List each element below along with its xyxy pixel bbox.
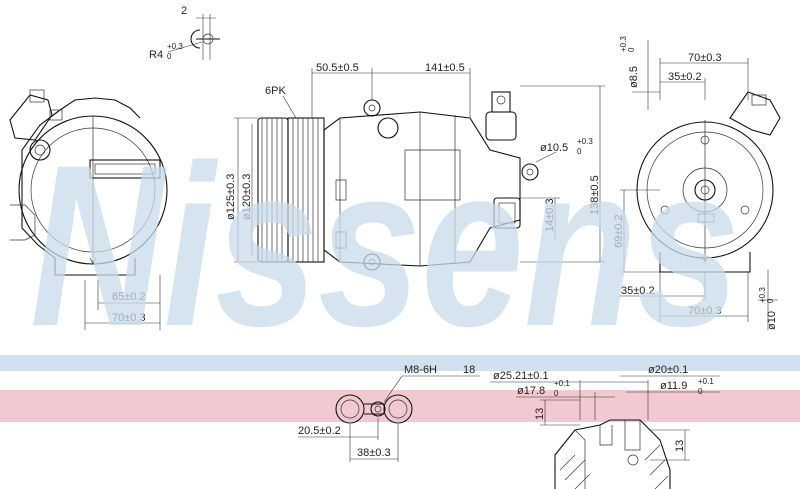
port-thread-depth: 18 xyxy=(463,364,475,376)
front-height-port: 138±0.5 xyxy=(589,175,601,215)
section-dia-a: ø25.21±0.1 xyxy=(493,370,549,382)
section-depth-right: 13 xyxy=(674,440,686,452)
radius-tol-lower: 0 xyxy=(167,52,172,61)
left-width-inner: 65±0.2 xyxy=(112,291,146,303)
radius-label: R4 xyxy=(149,49,163,61)
radius-tol-upper: +0.3 xyxy=(167,42,183,51)
right-width-bottom-outer: 70±0.3 xyxy=(688,305,722,317)
mount-hole-tol-lower: 0 xyxy=(577,147,582,156)
section-dia-d: ø11.9 xyxy=(660,380,687,392)
mount-hole-dia: ø10.5 xyxy=(540,142,568,154)
right-bottom-tol-upper: +0.3 xyxy=(758,287,767,303)
pulley-inner-dia: ø120±0.3 xyxy=(241,174,253,220)
front-length-a: 50.5±0.5 xyxy=(316,62,359,74)
section-dia-d-tol-upper: +0.1 xyxy=(698,377,714,386)
pulley-outer-dia: ø125±0.3 xyxy=(225,174,237,220)
left-width-outer: 70±0.3 xyxy=(112,312,146,324)
section-dia-c: ø20±0.1 xyxy=(648,364,688,376)
mount-hole-tol-upper: +0.3 xyxy=(577,137,593,146)
right-bottom-tol-lower: 0 xyxy=(766,298,775,303)
right-bottom-hole: ø10 xyxy=(766,311,778,330)
front-length-b: 141±0.5 xyxy=(425,62,465,74)
watermark-text: Nissens xyxy=(30,117,740,374)
section-dia-b-tol-lower: 0 xyxy=(554,389,559,398)
section-depth-left: 13 xyxy=(534,408,546,420)
gap-label: 2 xyxy=(181,5,187,17)
pulley-label: 6PK xyxy=(265,85,286,97)
radius-detail: 2 R4 +0.3 0 xyxy=(149,5,220,61)
port-thread: M8-6H xyxy=(404,364,437,376)
right-hole-tol-lower: 0 xyxy=(627,47,636,52)
right-width-top-outer: 70±0.3 xyxy=(688,52,722,64)
right-end-view: ø8.5 +0.3 0 70±0.3 35±0.2 69±0.2 35±0.2 … xyxy=(613,36,781,330)
right-width-bottom-inner: 35±0.2 xyxy=(621,285,655,297)
right-height-center: 69±0.2 xyxy=(613,214,625,248)
front-height-small: 14±0.3 xyxy=(544,198,556,232)
section-detail: ø25.21±0.1 ø17.8 +0.1 0 ø20±0.1 ø11.9 +0… xyxy=(490,364,720,489)
port-spacing-large: 38±0.3 xyxy=(357,447,391,459)
port-spacing-small: 20.5±0.2 xyxy=(298,425,341,437)
port-detail: M8-6H 18 20.5±0.2 38±0.3 xyxy=(298,364,480,462)
right-hole-tol-upper: +0.3 xyxy=(619,36,628,52)
watermark-band-blue xyxy=(0,355,800,371)
right-width-top-inner: 35±0.2 xyxy=(668,71,702,83)
section-dia-d-tol-lower: 0 xyxy=(698,387,703,396)
front-view: 50.5±0.5 141±0.5 6PK ø125±0.3 ø120±0.3 ø… xyxy=(225,62,605,271)
left-side-view: 65±0.2 70±0.3 xyxy=(9,89,168,330)
section-dia-b-tol-upper: +0.1 xyxy=(554,379,570,388)
brand-watermark: Nissens xyxy=(30,117,740,374)
right-hole-dia: ø8.5 xyxy=(628,66,640,88)
section-dia-b: ø17.8 xyxy=(517,385,545,397)
